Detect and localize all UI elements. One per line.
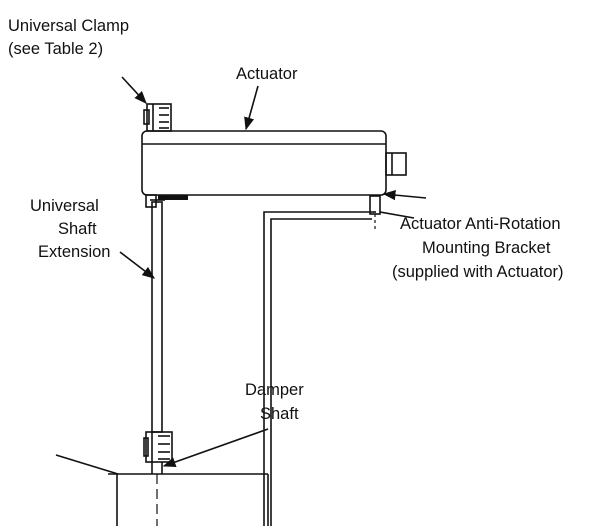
bracket-label-3: (supplied with Actuator) [392,263,564,281]
universal-clamp-label: Universal Clamp [8,17,129,35]
leader-arrows [119,76,427,467]
anti-rotation-bracket [263,195,381,526]
shaft-extension-label-3: Extension [38,243,110,261]
damper-shaft [151,462,163,526]
bracket-label-1: Actuator Anti-Rotation [400,215,561,233]
bracket-label-2: Mounting Bracket [422,239,551,257]
universal-shaft-extension [151,201,163,433]
upper-universal-clamp [143,103,172,132]
actuator-body [141,130,407,208]
damper-shaft-label-2: Shaft [260,405,299,423]
damper-duct [55,454,269,526]
damper-shaft-label-1: Damper [245,381,304,399]
shaft-extension-label-1: Universal [30,197,99,215]
actuator-label: Actuator [236,65,298,83]
shaft-extension-label-2: Shaft [58,220,97,238]
lower-universal-clamp [143,431,173,463]
universal-clamp-note: (see Table 2) [8,40,103,58]
